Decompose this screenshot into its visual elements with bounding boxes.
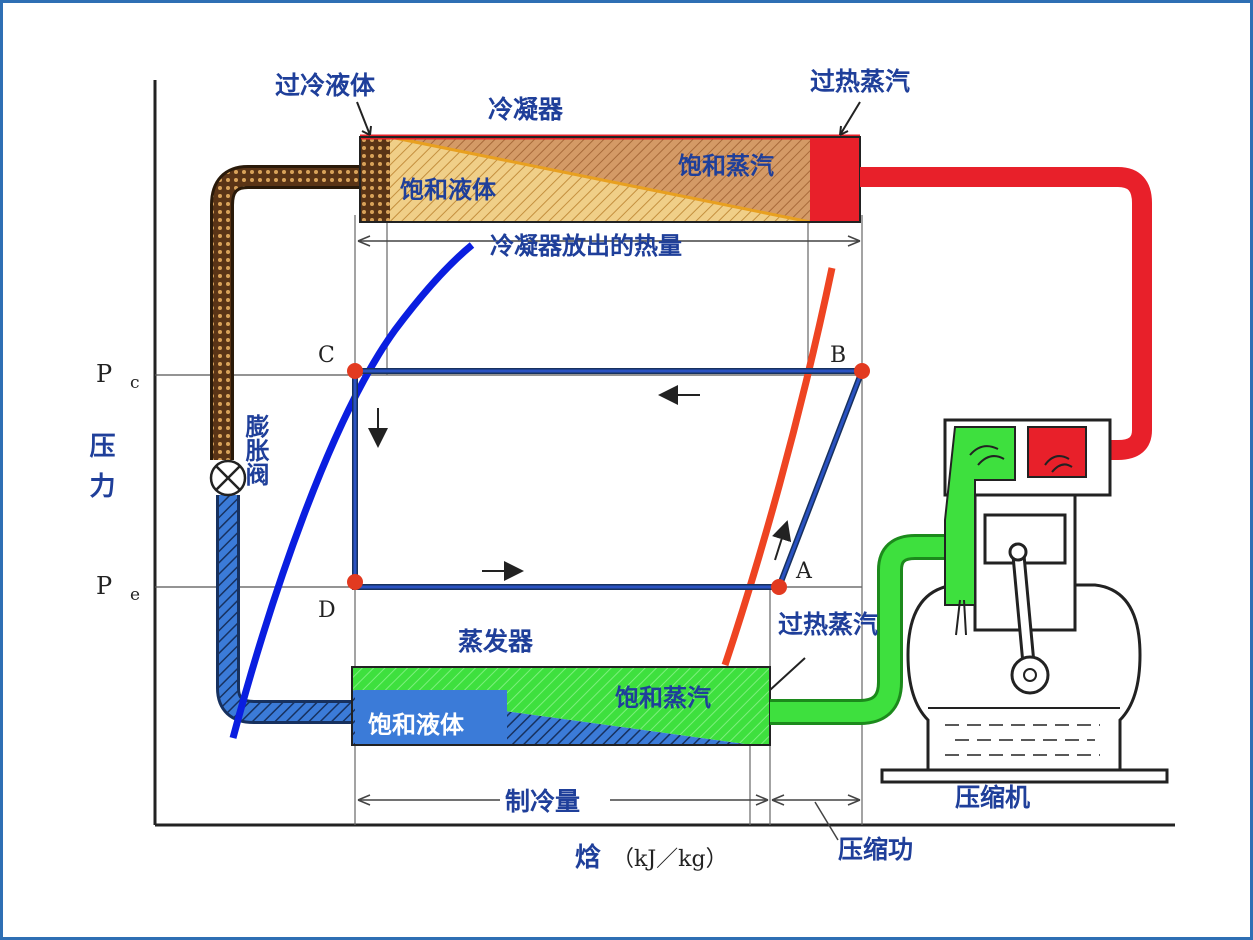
- sat-vapor-condenser-label: 饱和蒸汽: [678, 152, 774, 180]
- pe-tick-sub: e: [130, 585, 140, 605]
- superheated-vapor-bottom-label: 过热蒸汽: [778, 610, 878, 639]
- expansion-valve-icon: [209, 459, 247, 497]
- condenser-heat-dimension: [357, 235, 861, 247]
- sat-vapor-region: [352, 667, 770, 745]
- compression-work-dimension: [771, 794, 861, 841]
- discharge-pipe: [860, 167, 1152, 460]
- subcooled-section: [360, 137, 390, 222]
- point-b-dot: [854, 363, 870, 379]
- flow-arrows: [368, 385, 792, 581]
- pe-tick-main: P: [96, 572, 112, 600]
- point-d-dot: [347, 574, 363, 590]
- pc-tick-main: P: [96, 360, 112, 388]
- cycle-path: [352, 368, 867, 590]
- subcooled-liquid-label: 过冷液体: [275, 71, 376, 100]
- expansion-valve-label: 膨胀阀: [241, 414, 270, 487]
- evaporator-label: 蒸发器: [458, 627, 534, 656]
- evaporator-block: [351, 666, 771, 746]
- liquid-line-pipe: [210, 165, 362, 460]
- superheat-section: [810, 137, 860, 222]
- point-c-label: C: [318, 343, 335, 368]
- pressure-axis-label: 压力: [85, 432, 115, 512]
- suction-pipe: [770, 534, 950, 725]
- compression-work-label: 压缩功: [838, 835, 913, 864]
- enthalpy-unit-label: （kJ／kg）: [612, 847, 728, 872]
- point-a-label: A: [795, 559, 813, 584]
- sat-vapor-evaporator-label: 饱和蒸汽: [615, 684, 711, 712]
- sat-liquid-condenser-label: 饱和液体: [400, 176, 497, 204]
- enthalpy-axis-label: 焓: [575, 842, 601, 873]
- sat-liquid-evaporator-label: 饱和液体: [368, 711, 465, 739]
- point-b-label: B: [830, 343, 846, 368]
- refrigerating-effect-label: 制冷量: [505, 787, 580, 816]
- condenser-label: 冷凝器: [488, 95, 564, 124]
- refrigerating-effect-label-bg: [500, 785, 610, 817]
- cycle-points: [347, 363, 870, 595]
- superheated-vapor-top-label: 过热蒸汽: [810, 67, 910, 96]
- evaporator-inlet-pipe: [216, 495, 356, 724]
- pc-tick-sub: c: [130, 373, 140, 393]
- point-a-dot: [771, 579, 787, 595]
- condenser-heat-label: 冷凝器放出的热量: [490, 232, 682, 260]
- label-pointers: [356, 101, 861, 691]
- point-d-label: D: [318, 598, 336, 623]
- saturated-vapor-curve: [721, 267, 836, 667]
- point-c-dot: [347, 363, 363, 379]
- compressor-icon: [880, 418, 1169, 784]
- compressor-label: 压缩机: [955, 783, 1030, 812]
